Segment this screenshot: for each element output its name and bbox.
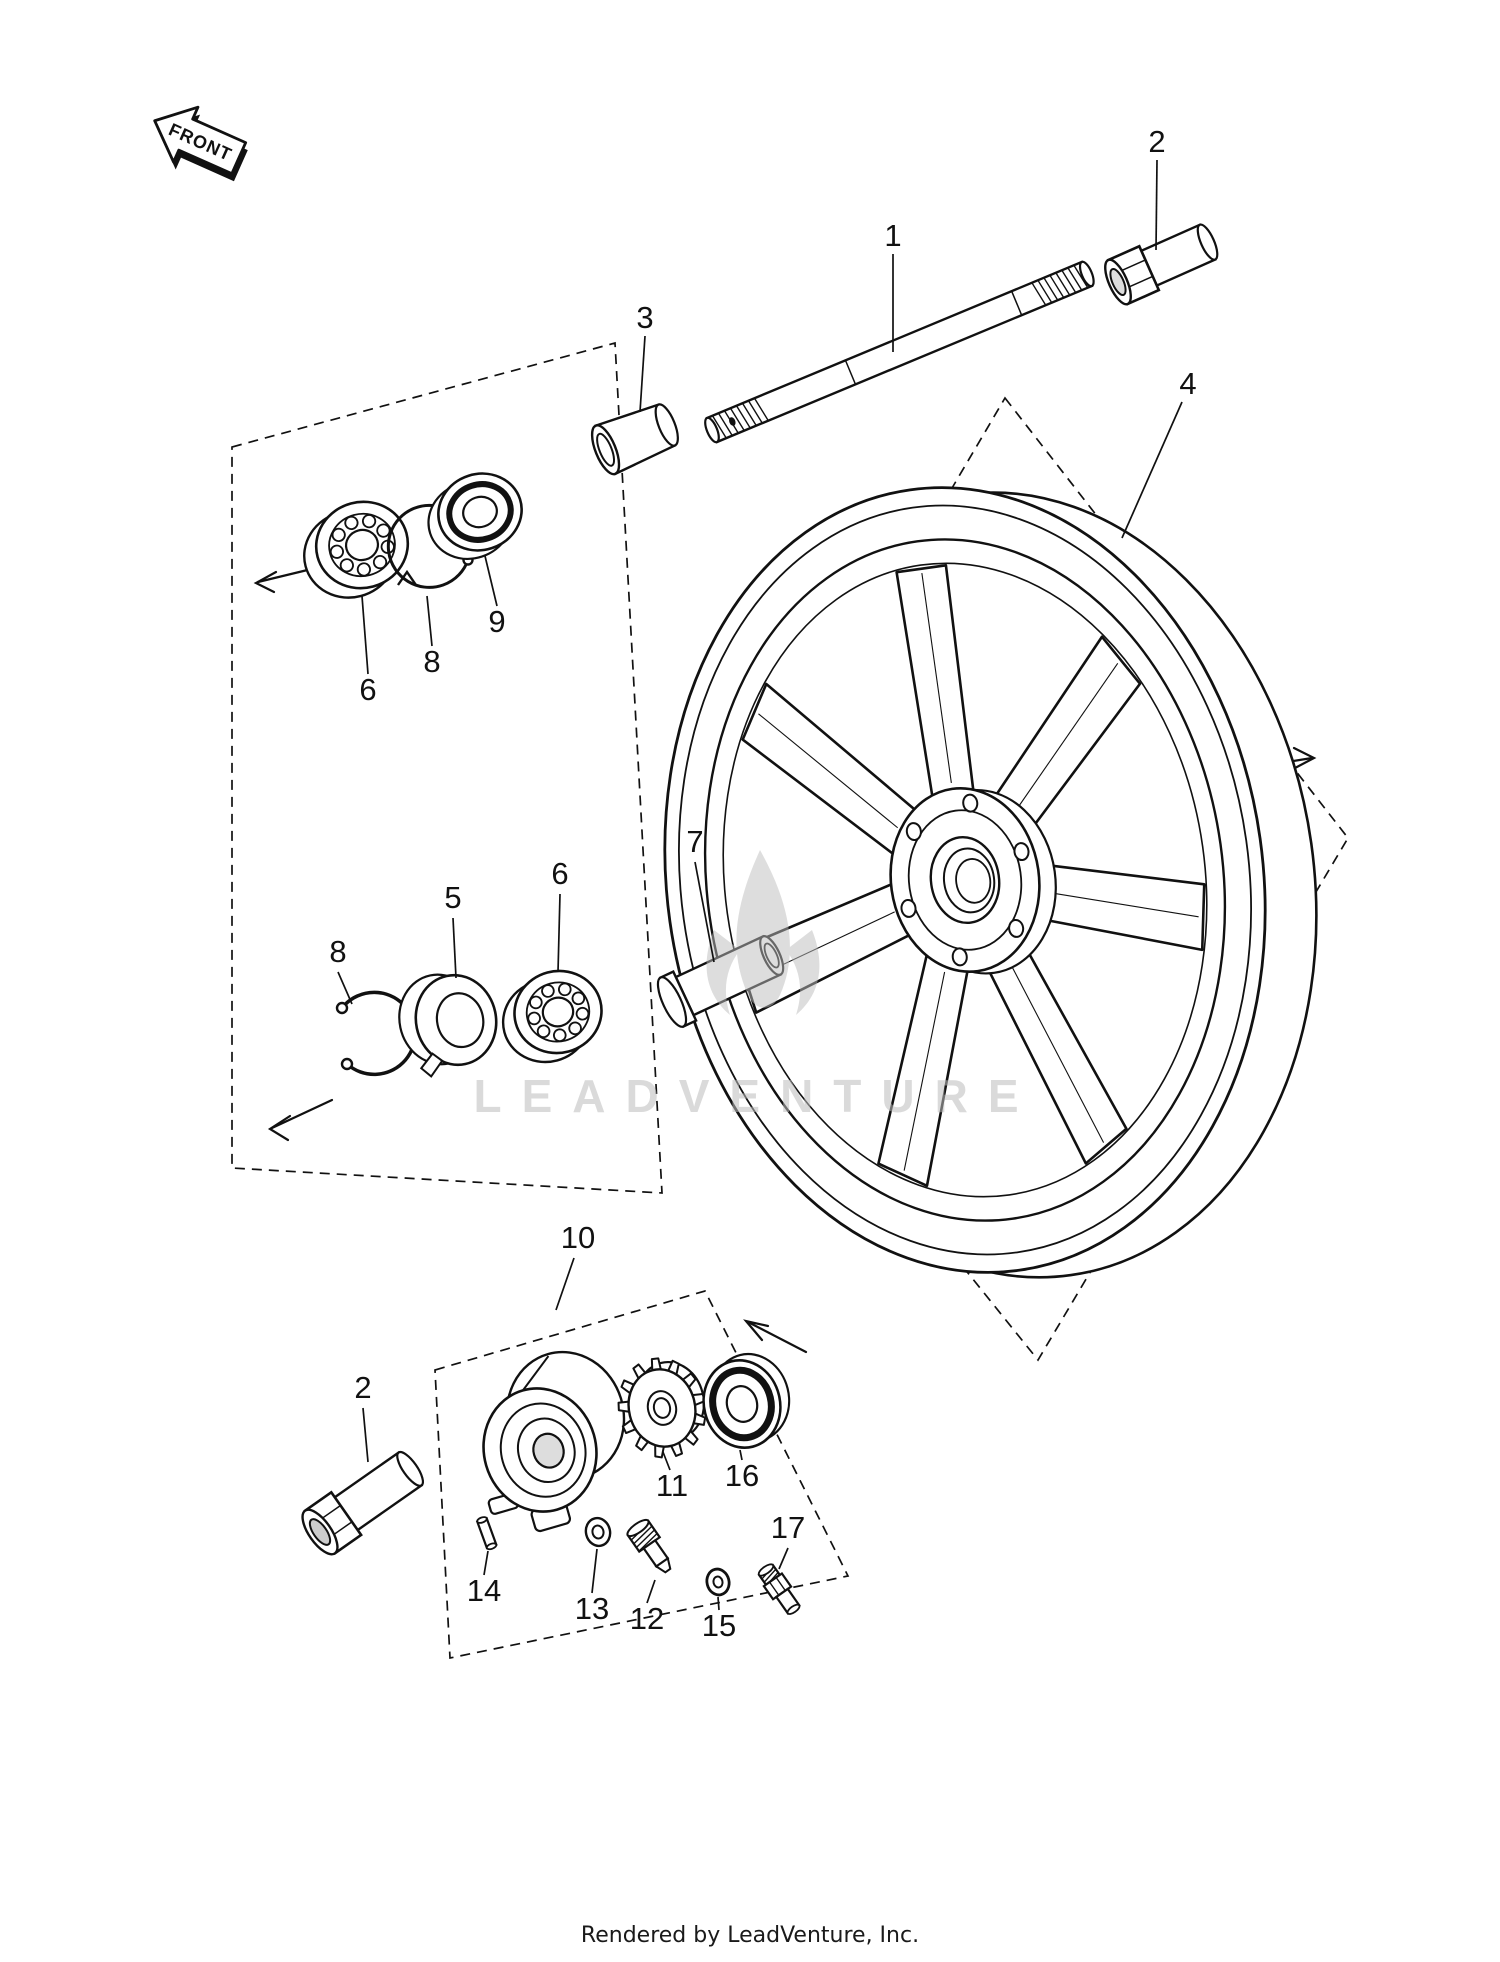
callout-6-lower: 6 <box>551 856 568 891</box>
callout-8-upper: 8 <box>423 644 440 679</box>
front-direction-badge: FRONT <box>153 105 248 182</box>
callout-1: 1 <box>884 218 901 253</box>
callout-14: 14 <box>467 1573 501 1608</box>
axle-threads-left <box>712 398 769 439</box>
callout-5: 5 <box>444 880 461 915</box>
wheel-hub <box>889 787 1057 975</box>
part-16-oil-seal <box>702 1352 791 1449</box>
front-arrow-icon <box>153 105 248 176</box>
callout-11: 11 <box>656 1468 688 1503</box>
callout-12: 12 <box>630 1601 664 1636</box>
callout-numbers: 1 2 3 4 6 8 9 8 5 6 7 10 2 11 16 14 13 1… <box>329 124 1196 1643</box>
part-2-axle-nut-bottom <box>301 1450 425 1556</box>
part-5-bearing-retainer <box>398 973 498 1078</box>
callout-10: 10 <box>561 1220 595 1255</box>
left-group-box <box>231 341 663 1194</box>
speedo-group-box <box>434 1289 850 1660</box>
callout-16: 16 <box>725 1458 759 1493</box>
callout-8-lower: 8 <box>329 934 346 969</box>
callout-7: 7 <box>686 824 703 859</box>
arrow-speedo-seal-icon <box>743 1319 808 1354</box>
callout-4: 4 <box>1179 366 1196 401</box>
part-6-bearing-lower <box>501 969 603 1064</box>
part-12-speedo-pinion <box>626 1518 672 1574</box>
part-15-washer <box>705 1567 731 1597</box>
callout-2-bottom: 2 <box>354 1370 371 1405</box>
watermark: LEADVENTURE <box>473 850 1038 1122</box>
part-11-speedo-gear <box>617 1357 707 1459</box>
part-13-washer <box>584 1516 612 1548</box>
part-9-grease-seal <box>427 472 523 560</box>
hub-bolt-holes <box>900 793 1030 967</box>
callout-9: 9 <box>488 604 505 639</box>
footer-credit: Rendered by LeadVenture, Inc. <box>581 1923 919 1948</box>
part-10-speedo-gear-housing <box>482 1350 626 1533</box>
part-17-fitting-screw <box>757 1563 801 1615</box>
callout-15: 15 <box>702 1608 736 1643</box>
callout-6-upper: 6 <box>359 672 376 707</box>
part-3-spacer <box>590 403 679 476</box>
part-4-wheel <box>663 486 1318 1279</box>
arrow-left-lower-icon <box>267 1098 334 1142</box>
part-6-bearing-upper <box>303 500 410 599</box>
watermark-text: LEADVENTURE <box>473 1070 1038 1122</box>
watermark-flame-icon <box>706 850 820 1015</box>
part-2-axle-nut-top <box>1104 223 1219 306</box>
part-1-axle <box>704 260 1095 444</box>
axle-threads-right <box>1031 265 1089 306</box>
callout-3: 3 <box>636 300 653 335</box>
callout-17: 17 <box>771 1510 805 1545</box>
part-14-pin <box>475 1516 498 1551</box>
callout-2-top: 2 <box>1148 124 1165 159</box>
callout-13: 13 <box>575 1591 609 1626</box>
leader-lines <box>337 159 1183 1611</box>
